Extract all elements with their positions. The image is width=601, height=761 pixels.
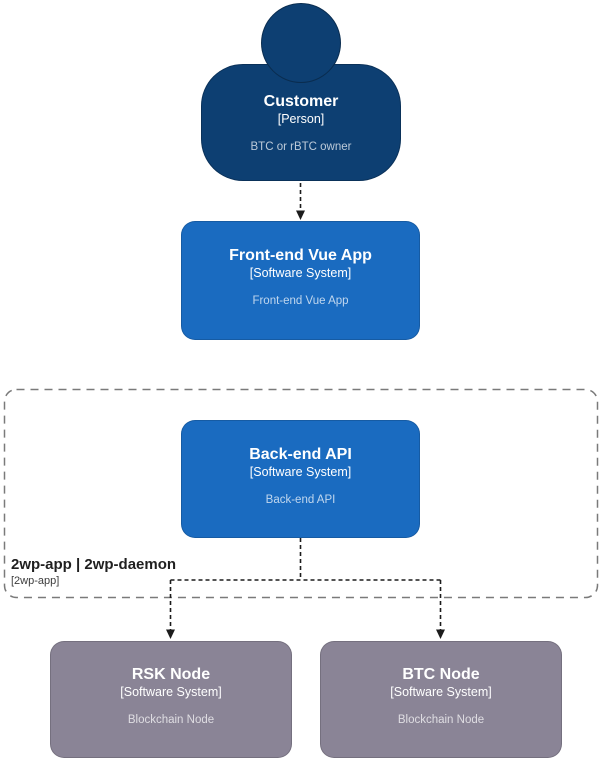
person-head-shape <box>261 3 341 83</box>
node-title: Customer <box>263 92 339 110</box>
node-type-label: [Software System] <box>120 685 222 699</box>
node-frontend-vue-app[interactable]: Front-end Vue App [Software System] Fron… <box>181 221 420 340</box>
edge-backend-to-nodes <box>169 538 442 630</box>
boundary-box-2wp-app <box>3 388 599 599</box>
boundary-label-2wp-app: 2wp-app | 2wp-daemon [2wp-app] <box>11 556 176 588</box>
node-type-label: [Person] <box>277 111 325 126</box>
node-type-label: [Software System] <box>249 464 352 479</box>
node-title: BTC Node <box>402 666 480 683</box>
arrowhead-rsk-node <box>166 629 175 639</box>
node-rsk-node[interactable]: RSK Node [Software System] Blockchain No… <box>50 641 292 758</box>
boundary-type-label: [2wp-app] <box>11 575 60 587</box>
node-title: Front-end Vue App <box>229 247 372 264</box>
node-btc-node[interactable]: BTC Node [Software System] Blockchain No… <box>320 641 562 758</box>
node-description: Front-end Vue App <box>252 295 349 307</box>
node-description: Blockchain Node <box>397 714 485 726</box>
node-title: Back-end API <box>249 445 352 463</box>
node-type-label: [Software System] <box>249 266 352 280</box>
node-title: RSK Node <box>131 666 211 683</box>
boundary-title: 2wp-app | 2wp-daemon <box>11 556 177 573</box>
node-description: Back-end API <box>265 493 336 506</box>
node-type-label: [Software System] <box>390 685 492 699</box>
node-backend-api[interactable]: Back-end API [Software System] Back-end … <box>181 420 420 538</box>
node-description: Blockchain Node <box>127 714 215 726</box>
arrowhead-btc-node <box>436 629 445 639</box>
node-description: BTC or rBTC owner <box>250 140 352 153</box>
arrowhead-frontend <box>296 210 305 220</box>
